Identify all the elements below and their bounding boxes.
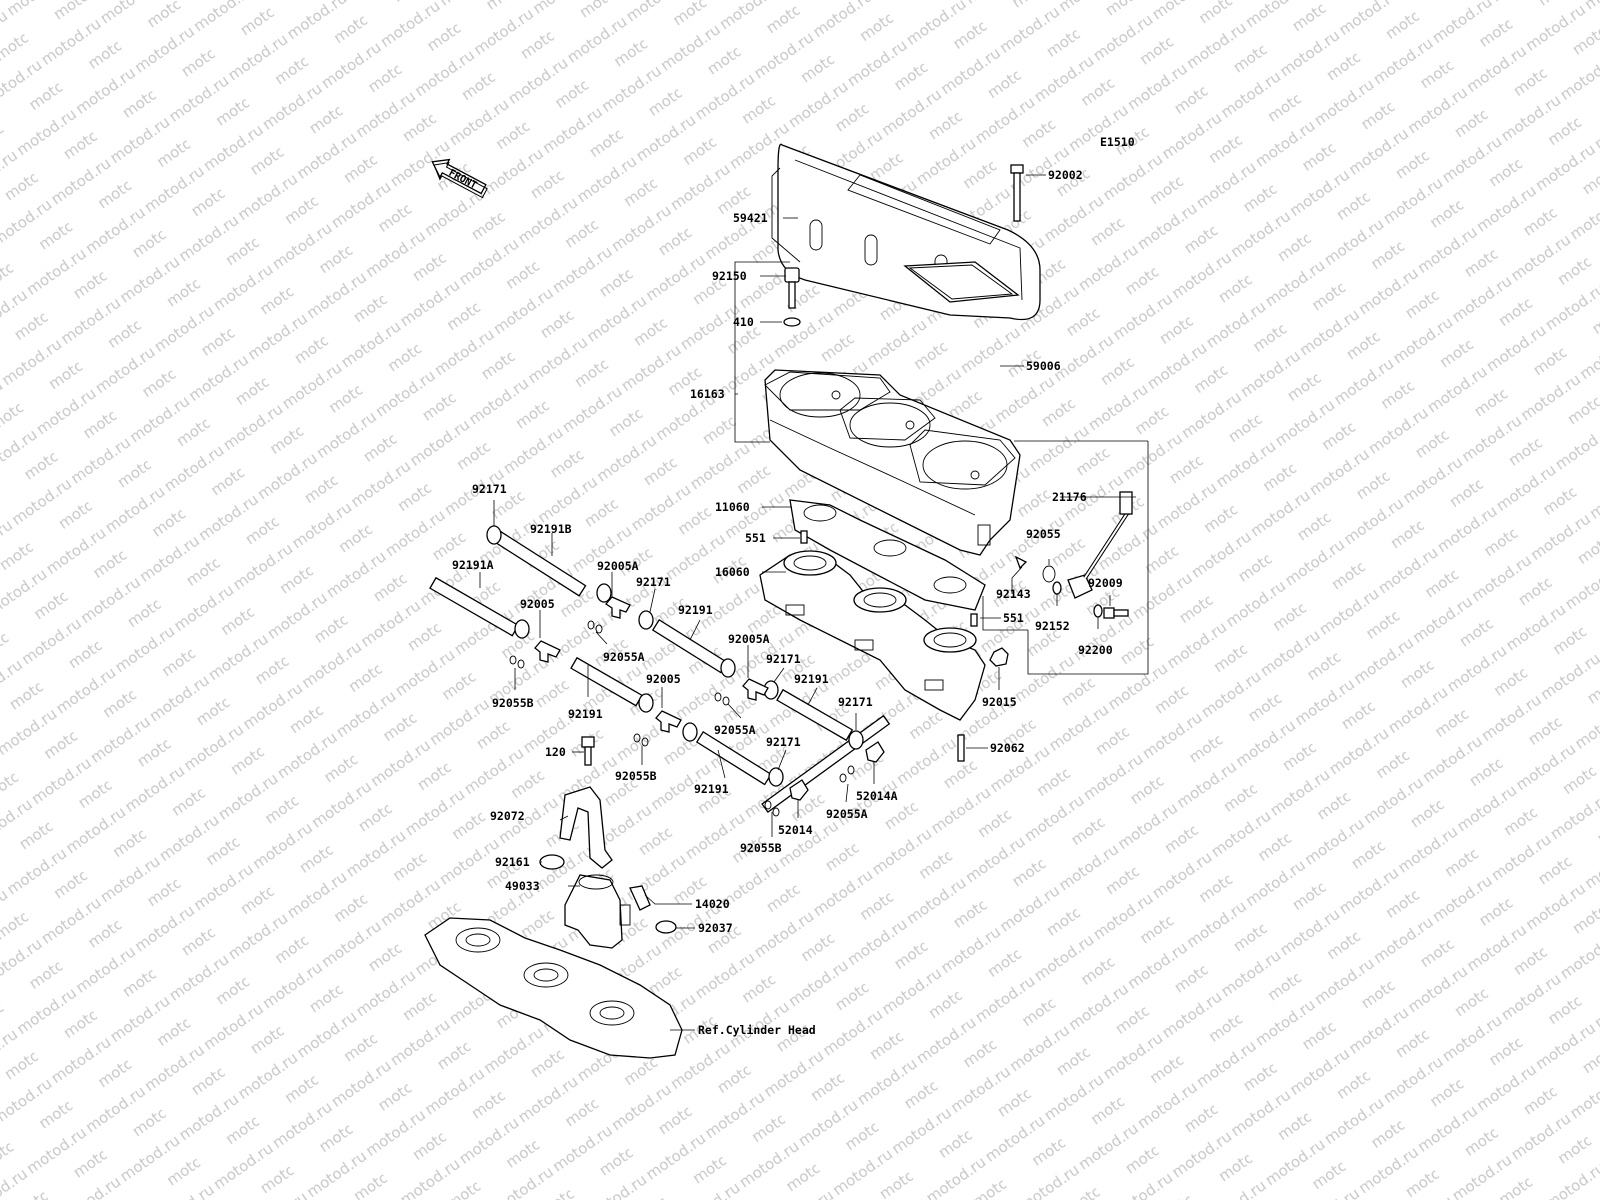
- clip-14020: [629, 885, 651, 911]
- clamps-92171: [486, 525, 864, 787]
- callout: 120: [545, 745, 566, 759]
- callout: 92055A: [826, 807, 868, 821]
- o-ring-92055: [1042, 565, 1056, 583]
- bolt-92009: [1103, 607, 1129, 619]
- leader-lines: [479, 174, 1149, 1031]
- diagram-code: E1510: [1100, 135, 1135, 149]
- callout: 92005: [646, 672, 681, 686]
- callout: 92005: [520, 597, 555, 611]
- callout: 92191A: [452, 558, 494, 572]
- callout: 92002: [1048, 168, 1083, 182]
- pin-551-a: [800, 530, 808, 544]
- callout: 92055A: [603, 650, 645, 664]
- callout: 92191: [568, 707, 603, 721]
- nut-92015: [989, 647, 1009, 667]
- callout: 49033: [505, 879, 540, 893]
- callout: 551: [1003, 611, 1024, 625]
- callout: 92171: [766, 652, 801, 666]
- callout: 92191: [794, 672, 829, 686]
- callout: 92055B: [740, 841, 782, 855]
- callout: 410: [733, 315, 754, 329]
- o-rings: [509, 620, 855, 817]
- callout: 92200: [1078, 643, 1113, 657]
- washer-410: [783, 317, 801, 327]
- callout: 16060: [715, 565, 750, 579]
- callout: 92191B: [530, 522, 572, 536]
- callout: 92055B: [492, 696, 534, 710]
- callout: 16163: [690, 387, 725, 401]
- callout-labels: 92002 59421 92150 410 59006 16163 21176 …: [452, 168, 1123, 1037]
- clamp-92037: [655, 920, 677, 934]
- callout: 92171: [766, 735, 801, 749]
- callout: 92171: [636, 575, 671, 589]
- callout: 92055: [1026, 527, 1061, 541]
- gasket-11060: [789, 499, 986, 611]
- callout: 551: [745, 531, 766, 545]
- stud-92062: [957, 734, 965, 762]
- bolt-120: [581, 736, 595, 766]
- grommet-92161: [539, 854, 565, 870]
- callout: 92161: [495, 855, 530, 869]
- callout: 92005A: [597, 559, 639, 573]
- valve-49033: [564, 874, 631, 949]
- bracket-92072: [559, 786, 613, 869]
- callout: 92037: [698, 921, 733, 935]
- callout: 14020: [695, 897, 730, 911]
- callout: 92171: [838, 695, 873, 709]
- callout: 59006: [1026, 359, 1061, 373]
- callout: 92072: [490, 809, 525, 823]
- gasket-59006: [903, 261, 1020, 303]
- reference-label: Ref.Cylinder Head: [698, 1023, 816, 1037]
- callout: 92015: [982, 695, 1017, 709]
- pin-551-b: [970, 613, 978, 627]
- washer-92152: [1052, 581, 1062, 595]
- manifold-16060: [759, 550, 986, 721]
- callout: 52014A: [856, 789, 898, 803]
- callout: 92055A: [714, 723, 756, 737]
- throttle-body-16163: [764, 369, 1021, 556]
- callout: 92191: [678, 603, 713, 617]
- bolt-92002: [1010, 164, 1024, 222]
- callout: 11060: [715, 500, 750, 514]
- fittings: [534, 596, 885, 801]
- callout: 92055B: [615, 769, 657, 783]
- callout: 92062: [990, 741, 1025, 755]
- washer-92200: [1093, 604, 1103, 618]
- callout: 21176: [1052, 490, 1087, 504]
- bolt-92150: [784, 267, 800, 309]
- cylinder-head-ref: [424, 917, 683, 1059]
- callout: 92150: [712, 269, 747, 283]
- sensor-21176: [1067, 491, 1133, 599]
- part-92143: [1014, 555, 1028, 570]
- callout: 92143: [996, 587, 1031, 601]
- callout: 52014: [778, 823, 813, 837]
- callout: 92009: [1088, 576, 1123, 590]
- callout: 59421: [733, 211, 768, 225]
- callout: 92005A: [728, 632, 770, 646]
- callout: 92171: [472, 482, 507, 496]
- callout: 92152: [1035, 619, 1070, 633]
- callout: 92191: [694, 782, 729, 796]
